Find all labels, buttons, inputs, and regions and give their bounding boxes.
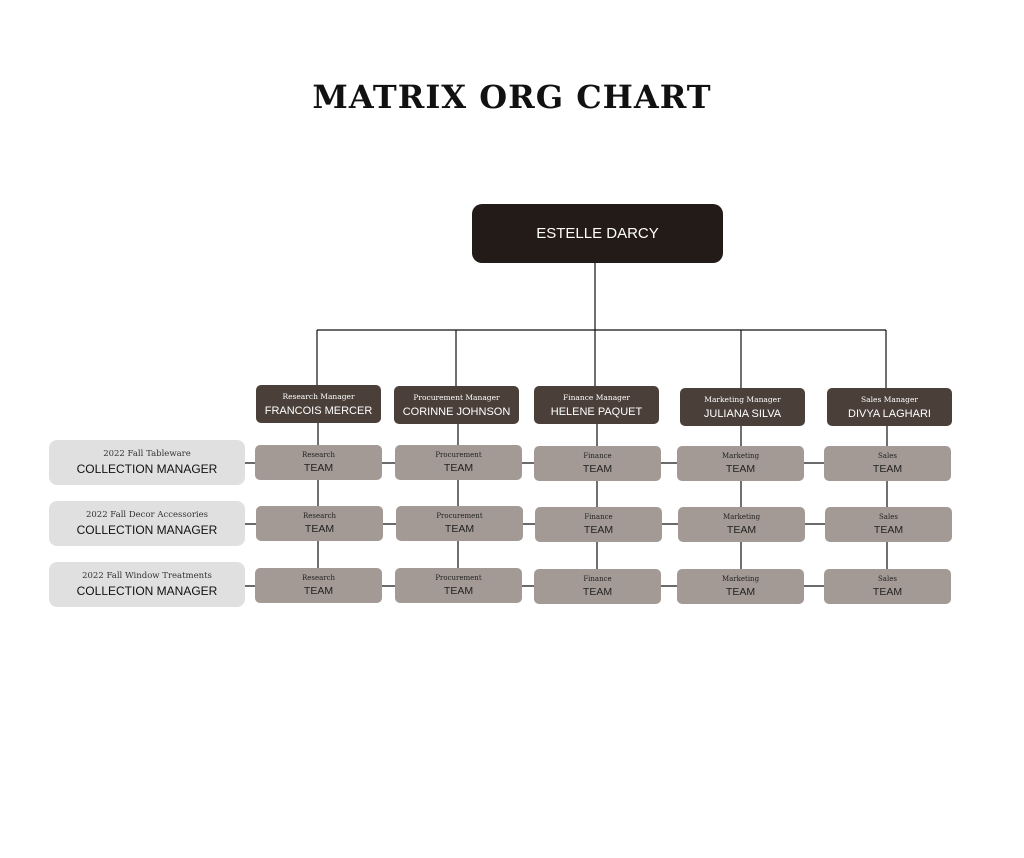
manager-box-sales: Sales Manager DIVYA LAGHARI xyxy=(827,388,952,426)
team-box: Sales TEAM xyxy=(824,569,951,604)
team-dept: Marketing xyxy=(721,575,760,583)
team-label: TEAM xyxy=(304,523,335,535)
manager-name: CORINNE JOHNSON xyxy=(402,405,511,418)
team-label: TEAM xyxy=(726,524,757,536)
ceo-name: ESTELLE DARCY xyxy=(536,225,659,242)
manager-box-procurement: Procurement Manager CORINNE JOHNSON xyxy=(394,386,519,424)
team-box: Finance TEAM xyxy=(534,569,661,604)
team-label: TEAM xyxy=(582,586,613,598)
manager-role: Procurement Manager xyxy=(413,392,500,402)
manager-role: Marketing Manager xyxy=(704,394,781,404)
team-label: TEAM xyxy=(444,523,475,535)
team-dept: Sales xyxy=(878,575,897,583)
team-dept: Procurement xyxy=(435,574,482,582)
manager-name: DIVYA LAGHARI xyxy=(848,407,931,420)
team-box: Marketing TEAM xyxy=(678,507,805,542)
team-box: Marketing TEAM xyxy=(677,446,804,481)
team-dept: Finance xyxy=(584,513,613,521)
manager-box-research: Research Manager FRANCOIS MERCER xyxy=(256,385,381,423)
team-label: TEAM xyxy=(303,462,334,474)
collection-subtitle: 2022 Fall Decor Accessories xyxy=(85,510,209,520)
team-box: Research TEAM xyxy=(255,445,382,480)
team-box: Procurement TEAM xyxy=(395,445,522,480)
team-dept: Finance xyxy=(583,575,612,583)
ceo-box: ESTELLE DARCY xyxy=(472,204,723,263)
collection-manager-box-1: 2022 Fall Tableware COLLECTION MANAGER xyxy=(49,440,245,485)
team-dept: Sales xyxy=(879,513,898,521)
collection-role: COLLECTION MANAGER xyxy=(76,584,218,598)
team-box: Finance TEAM xyxy=(535,507,662,542)
team-label: TEAM xyxy=(303,585,334,597)
team-dept: Research xyxy=(302,512,337,520)
chart-title: MATRIX ORG CHART xyxy=(312,78,712,116)
team-box: Research TEAM xyxy=(256,506,383,541)
team-dept: Procurement xyxy=(435,451,482,459)
team-label: TEAM xyxy=(443,462,474,474)
team-label: TEAM xyxy=(873,524,904,536)
manager-name: FRANCOIS MERCER xyxy=(264,404,373,417)
collection-manager-box-3: 2022 Fall Window Treatments COLLECTION M… xyxy=(49,562,245,607)
team-dept: Procurement xyxy=(436,512,483,520)
team-dept: Finance xyxy=(583,452,612,460)
manager-role: Research Manager xyxy=(282,391,355,401)
team-label: TEAM xyxy=(725,586,756,598)
team-label: TEAM xyxy=(872,463,903,475)
manager-name: JULIANA SILVA xyxy=(703,407,782,420)
team-box: Marketing TEAM xyxy=(677,569,804,604)
manager-box-finance: Finance Manager HELENE PAQUET xyxy=(534,386,659,424)
collection-manager-box-2: 2022 Fall Decor Accessories COLLECTION M… xyxy=(49,501,245,546)
collection-subtitle: 2022 Fall Window Treatments xyxy=(82,571,212,581)
team-dept: Research xyxy=(301,451,336,459)
team-label: TEAM xyxy=(583,524,614,536)
collection-role: COLLECTION MANAGER xyxy=(76,462,218,476)
collection-subtitle: 2022 Fall Tableware xyxy=(103,449,191,459)
manager-name: HELENE PAQUET xyxy=(550,405,643,418)
team-box: Sales TEAM xyxy=(825,507,952,542)
manager-role: Sales Manager xyxy=(861,394,918,404)
team-box: Sales TEAM xyxy=(824,446,951,481)
team-label: TEAM xyxy=(582,463,613,475)
team-dept: Marketing xyxy=(722,513,761,521)
team-label: TEAM xyxy=(725,463,756,475)
team-box: Research TEAM xyxy=(255,568,382,603)
team-box: Procurement TEAM xyxy=(396,506,523,541)
manager-box-marketing: Marketing Manager JULIANA SILVA xyxy=(680,388,805,426)
manager-role: Finance Manager xyxy=(562,392,631,402)
collection-role: COLLECTION MANAGER xyxy=(76,523,218,537)
team-dept: Sales xyxy=(878,452,897,460)
team-dept: Marketing xyxy=(721,452,760,460)
team-label: TEAM xyxy=(443,585,474,597)
team-box: Procurement TEAM xyxy=(395,568,522,603)
team-dept: Research xyxy=(301,574,336,582)
team-label: TEAM xyxy=(872,586,903,598)
team-box: Finance TEAM xyxy=(534,446,661,481)
